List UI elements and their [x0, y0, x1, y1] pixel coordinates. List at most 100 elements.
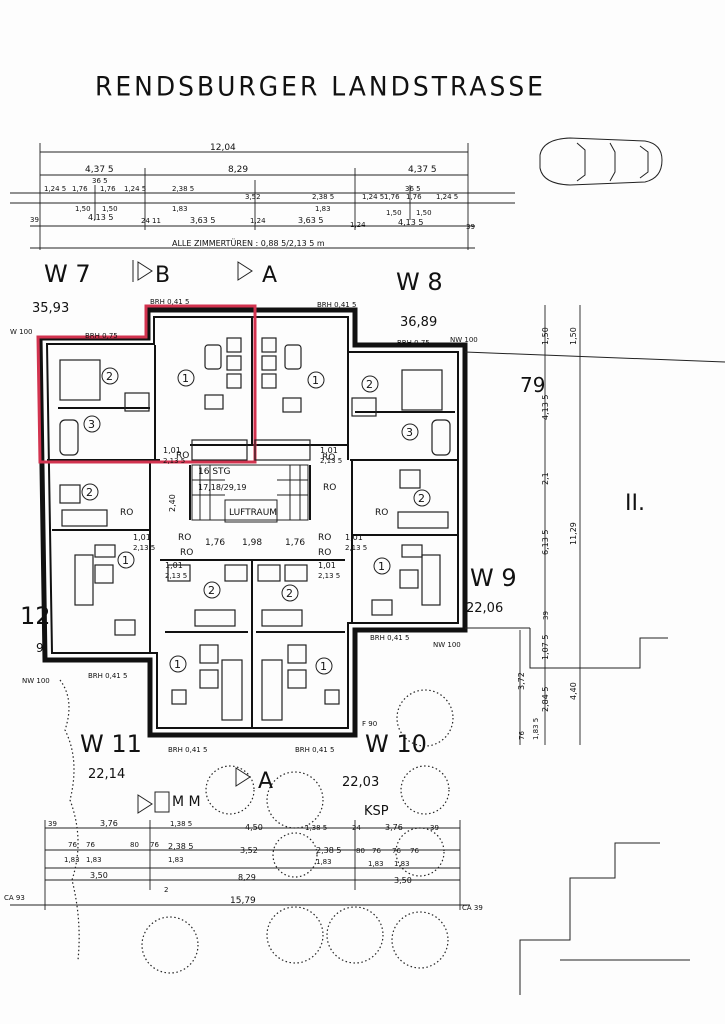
floor-mark: II.	[625, 491, 645, 516]
svg-text:1: 1	[320, 660, 327, 673]
svg-text:2: 2	[208, 584, 215, 597]
dim-b-25: 1,83	[394, 860, 410, 868]
dim-b-1: 39	[48, 820, 57, 828]
svg-text:2: 2	[86, 486, 93, 499]
section-marker-a-top: A	[237, 261, 277, 288]
svg-text:2: 2	[366, 378, 373, 391]
mid-dim-1: 1,76	[205, 538, 225, 548]
dim-top-left: 4,37 5	[85, 165, 114, 175]
dim-b-tick: 2	[164, 886, 168, 894]
door-dim-213-f: 2,13 5	[318, 572, 340, 580]
svg-text:1: 1	[312, 374, 319, 387]
svg-text:B: B	[155, 263, 170, 288]
dim-top-a3: 1,76	[100, 185, 116, 193]
tree-symbols	[59, 679, 454, 974]
door-dim-213-a: 2,13 5	[163, 457, 185, 465]
unit-w8-area: 36,89	[400, 315, 437, 330]
ro-left-top: RO	[176, 451, 189, 461]
dim-top-c10: 39	[466, 223, 475, 231]
dim-r-9: 3,72	[517, 672, 526, 690]
dim-top-c4: 11	[152, 217, 161, 225]
dim-top-c7: 3,63 5	[298, 216, 323, 225]
dim-r-7: 39	[542, 611, 550, 620]
svg-text:2: 2	[286, 587, 293, 600]
dim-b-10: 76	[86, 841, 95, 849]
dim-r-79: 79	[520, 373, 545, 397]
dim-b-8: 39	[430, 824, 439, 832]
door-dim-101-f: 1,01	[318, 561, 336, 570]
svg-text:3: 3	[406, 426, 413, 439]
dim-top-c6: 1,24	[250, 217, 266, 225]
svg-text:2: 2	[106, 370, 113, 383]
doors-note: ALLE ZIMMERTÜREN : 0,88 5/2,13 5 m	[172, 238, 325, 248]
dim-r-8: 1,07 5	[541, 635, 550, 660]
stair-label: 16 STG	[198, 467, 231, 477]
w100-label: W 100	[10, 328, 33, 336]
stair-ratio: 17,18/29,19	[198, 483, 247, 492]
bottom-dimension-chains: 39 3,76 1,38 5 4,50 1,38 5 24 3,76 39 76…	[4, 819, 483, 912]
dim-b-14: 3,52	[240, 846, 258, 855]
dim-b-12: 76	[150, 841, 159, 849]
dim-r-1: 1,50	[541, 327, 550, 345]
unit-w10-label: W 10	[365, 730, 427, 758]
dim-b-7: 3,76	[385, 823, 403, 832]
ro-left-mid: RO	[178, 533, 191, 543]
section-marker-b: B	[132, 260, 170, 288]
dim-top-b1: 36 5	[92, 177, 108, 185]
dim-r-13: 1,83 5	[532, 718, 540, 740]
ca39-label: CA 39	[462, 904, 483, 912]
dim-b-15: 2,38 5	[316, 846, 341, 855]
door-dim-101-c: 1,01	[133, 533, 151, 542]
door-dim-101-b: 1,01	[320, 446, 338, 455]
dim-b-2: 3,76	[100, 819, 118, 828]
dim-top-mid: 8,29	[228, 165, 248, 175]
dim-top-c2: 4,13 5	[88, 213, 113, 222]
void-label: LUFTRAUM	[229, 508, 277, 518]
dim-b-23: 1,83	[316, 858, 332, 866]
dim-b-9: 76	[68, 841, 77, 849]
svg-text:M M: M M	[172, 794, 201, 810]
unit-w7-highlight	[36, 304, 257, 464]
dim-top-c3: 24	[141, 217, 150, 225]
mid-dim-3: 1,76	[285, 538, 305, 548]
dim-top-a8: 1,24 5	[362, 193, 384, 201]
nw100-right: NW 100	[433, 641, 461, 649]
dim-top-b2: 36 5	[405, 185, 421, 193]
dim-top-b5: 1,83	[172, 205, 188, 213]
dim-r-3: 4,13 5	[541, 395, 550, 420]
svg-text:A: A	[258, 769, 273, 794]
svg-text:1: 1	[122, 554, 129, 567]
ro-w9: RO	[375, 508, 388, 518]
mid-dim-2: 1,98	[242, 538, 262, 548]
door-dim-213-b: 2,13 5	[320, 457, 342, 465]
dim-b-18: 76	[392, 847, 401, 855]
unit-w9-label: W 9	[470, 564, 517, 592]
unit-w7-label: W 7	[44, 260, 91, 288]
building-outline	[37, 307, 468, 738]
unit-w11-label: W 11	[80, 730, 142, 758]
window-labels: BRH 0,75 BRH 0,75 BRH 0,41 5 BRH 0,41 5 …	[10, 298, 478, 754]
unit-w8-label: W 8	[396, 268, 443, 296]
unit-12-area: 9	[36, 641, 44, 655]
dim-top-b6: 1,83	[315, 205, 331, 213]
dim-b-6: 24	[352, 824, 361, 832]
dim-top-c1: 39	[30, 216, 39, 224]
dim-b-22: 1,83	[168, 856, 184, 864]
ksp-label: KSP	[364, 804, 389, 819]
dim-b-17: 76	[372, 847, 381, 855]
svg-text:2: 2	[418, 492, 425, 505]
ro-right-top: RO	[322, 453, 335, 463]
dim-top-a2: 1,76	[72, 185, 88, 193]
dim-b-4: 4,50	[245, 823, 263, 832]
svg-text:1: 1	[182, 372, 189, 385]
ro-w12: RO	[120, 508, 133, 518]
door-dim-213-e: 2,13 5	[165, 572, 187, 580]
dim-b-28: 3,50	[394, 876, 412, 885]
unit-w9-area: 22,06	[466, 601, 503, 616]
dim-r-2: 1,50	[569, 327, 578, 345]
dim-overall-top: 12,04	[210, 143, 236, 153]
dim-r-6: 11,29	[569, 522, 578, 545]
dim-b-13: 2,38 5	[168, 842, 193, 851]
door-dim-213-c: 2,13 5	[133, 544, 155, 552]
